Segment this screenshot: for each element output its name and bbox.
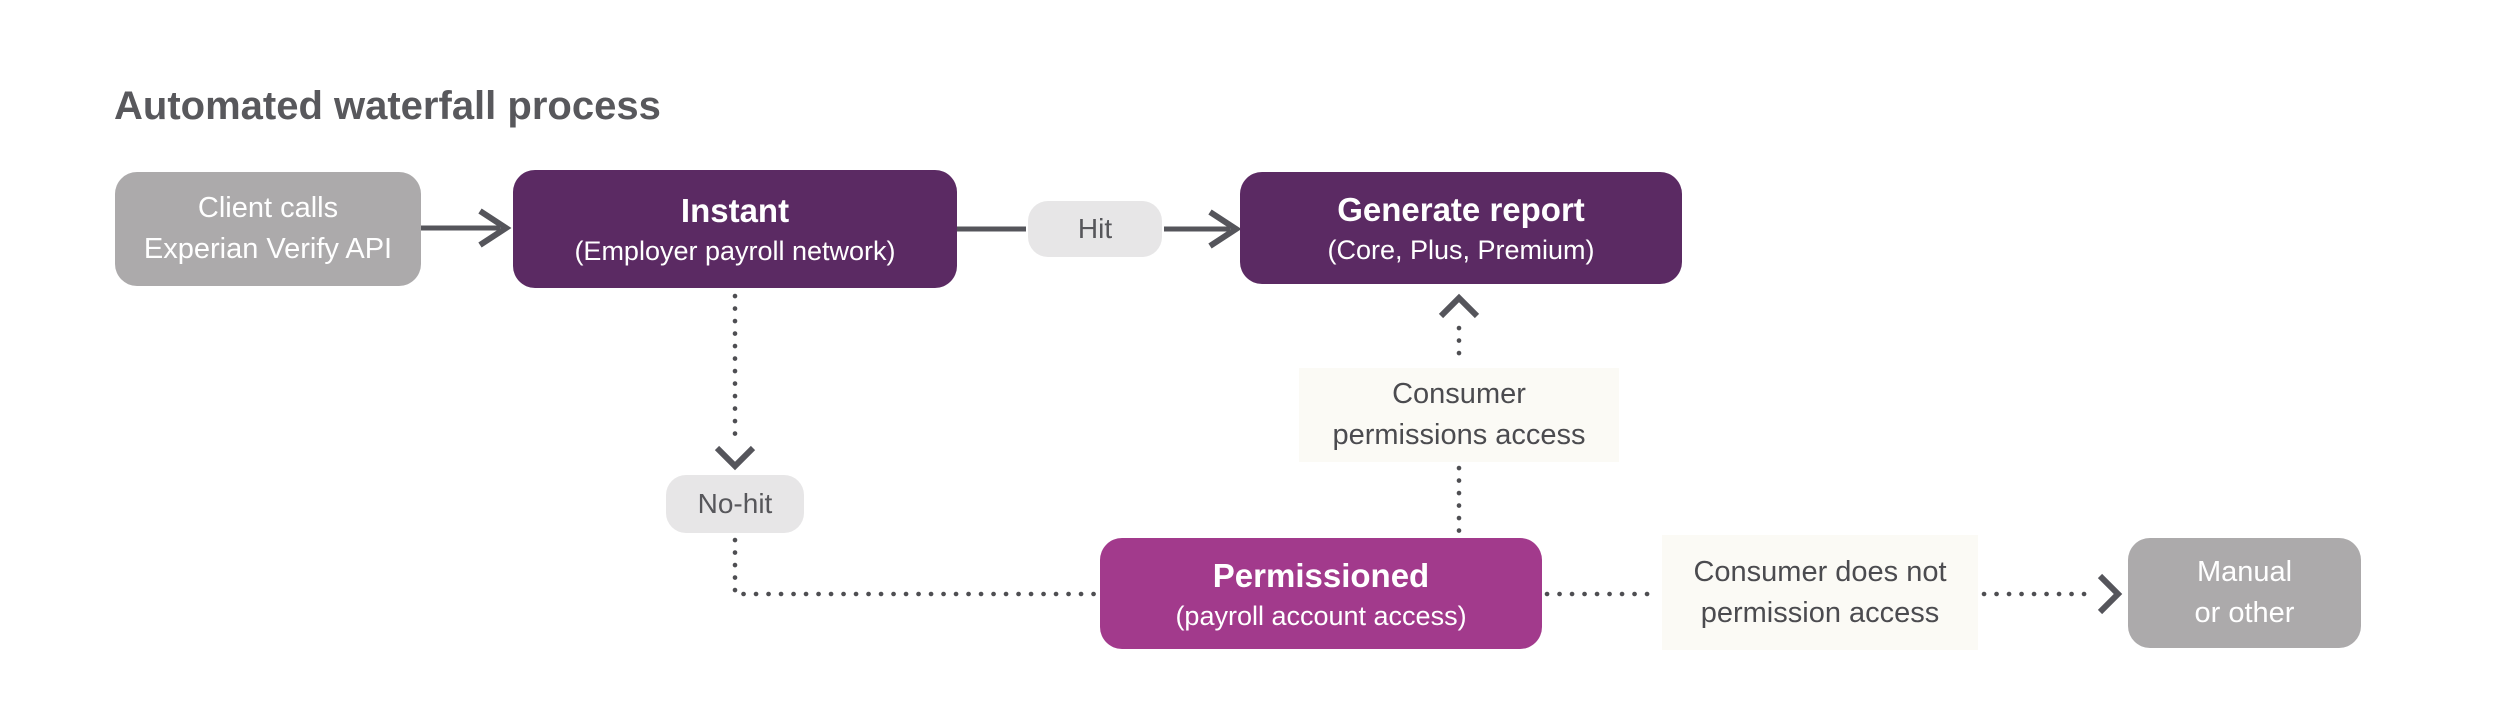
node-permissioned-title: Permissioned	[1212, 556, 1430, 594]
arrowhead-down-icon	[714, 445, 756, 471]
arrowhead-right-icon	[2097, 573, 2123, 615]
edge-label-consumer-no-permission: Consumer does not permission access	[1662, 535, 1978, 650]
arrowhead-right-icon	[478, 208, 512, 248]
badge-no-hit-label: No-hit	[697, 488, 773, 519]
node-generate-subtitle: (Core, Plus, Premium)	[1327, 235, 1595, 265]
node-instant-subtitle: (Employer payroll network)	[574, 236, 896, 266]
edge-label-consumer-no-permission-line2: permission access	[1700, 596, 1940, 629]
node-permissioned: Permissioned (payroll account access)	[1100, 538, 1542, 649]
edge-label-consumer-permissions-line2: permissions access	[1332, 419, 1586, 451]
dotted-line-nohit-to-permissioned	[732, 537, 1101, 597]
node-manual-or-other: Manual or other	[2128, 538, 2361, 648]
diagram-title: Automated waterfall process	[114, 84, 661, 128]
edge-label-consumer-no-permission-line1: Consumer does not	[1693, 555, 1947, 588]
node-instant: Instant (Employer payroll network)	[513, 170, 957, 288]
node-client-line2: Experian Verify API	[143, 233, 393, 265]
node-client-calls: Client calls Experian Verify API	[115, 172, 421, 286]
arrowhead-right-icon	[1208, 209, 1242, 249]
node-manual-line1: Manual	[2196, 556, 2293, 588]
edge-label-consumer-permissions-line1: Consumer	[1392, 378, 1526, 410]
node-generate-title: Generate report	[1337, 191, 1585, 228]
node-manual-line2: or other	[2194, 597, 2295, 629]
edge-label-consumer-permissions: Consumer permissions access	[1299, 368, 1619, 462]
node-instant-title: Instant	[680, 192, 790, 229]
node-permissioned-subtitle: (payroll account access)	[1175, 600, 1467, 631]
node-generate-report: Generate report (Core, Plus, Premium)	[1240, 172, 1682, 284]
badge-hit: Hit	[1028, 201, 1162, 257]
node-client-line1: Client calls	[197, 192, 339, 224]
arrowhead-up-icon	[1438, 293, 1480, 319]
badge-no-hit: No-hit	[666, 475, 804, 533]
badge-hit-label: Hit	[1077, 213, 1113, 244]
